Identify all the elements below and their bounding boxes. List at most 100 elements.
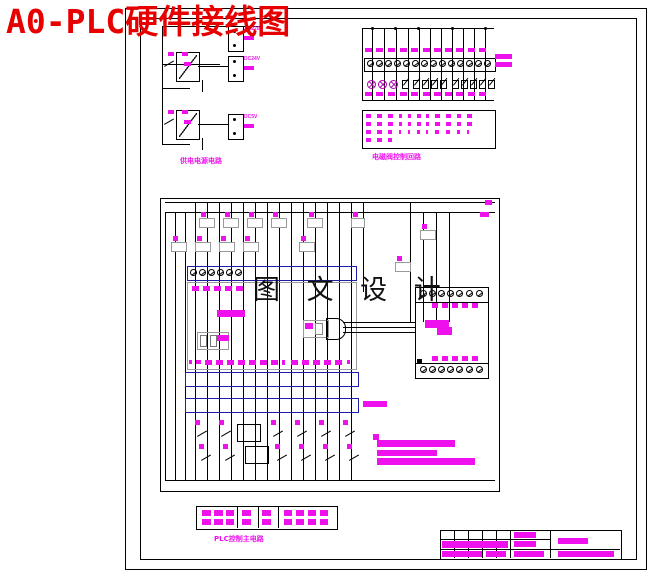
dip-switch <box>210 335 217 347</box>
indicator-lamp-icon <box>378 80 387 89</box>
title-block-field <box>442 541 508 548</box>
comm-cable <box>343 322 415 323</box>
solenoid-coil-icon <box>452 80 459 89</box>
annotation-tag <box>225 212 230 217</box>
main-rail-top <box>165 202 495 203</box>
annotation-tag <box>273 212 278 217</box>
screw-terminal <box>367 60 374 67</box>
power-bus-top <box>162 26 262 27</box>
plc-led <box>225 286 232 291</box>
title-block-field <box>514 541 536 547</box>
screw-terminal <box>190 269 197 276</box>
terminal-dot <box>233 30 236 33</box>
contactor-bottom-terminal-row <box>415 363 489 379</box>
title-block-field <box>558 551 614 557</box>
solenoid-left-feed <box>362 28 363 100</box>
annotation-tag <box>182 110 188 114</box>
contactor-block <box>415 287 489 379</box>
wire-label <box>351 218 365 228</box>
screw-terminal <box>466 290 473 297</box>
right-rail <box>410 202 495 203</box>
input-switch <box>297 428 307 436</box>
annotation-tag <box>442 356 448 361</box>
section-plc-main <box>155 190 505 500</box>
annotation-note <box>373 434 379 440</box>
frame-outer-border <box>125 8 647 570</box>
terminal-dot <box>233 44 236 47</box>
terminal-dot <box>233 74 236 77</box>
annotation-tag <box>479 48 486 52</box>
annotation-tag <box>244 66 254 70</box>
annotation-tag <box>249 212 254 217</box>
psu-drop-1 <box>202 80 203 92</box>
annotation-tag <box>472 303 478 308</box>
screw-terminal <box>226 269 233 276</box>
solenoid-coil-icon <box>402 80 409 89</box>
wire-label <box>395 262 411 272</box>
feeder-wire <box>219 202 220 480</box>
annotation-tag <box>244 124 254 128</box>
screw-terminal <box>420 290 427 297</box>
wire-label <box>307 218 323 228</box>
power-bus-mid2 <box>162 88 190 89</box>
cable-connector <box>326 318 346 340</box>
terminal-dot <box>233 118 236 121</box>
screw-terminal <box>208 269 215 276</box>
annotation-tag <box>347 444 352 449</box>
plc-indicator <box>335 360 342 365</box>
bottom-device-table <box>196 506 338 530</box>
annotation-tag <box>445 48 452 52</box>
feeder-wire <box>279 202 280 480</box>
input-switch <box>201 452 211 460</box>
power-bus-bottom <box>162 144 190 145</box>
feeder-wire <box>351 202 352 480</box>
plc-indicator <box>271 360 278 365</box>
feeder-wire <box>175 212 176 480</box>
screw-terminal <box>484 60 491 67</box>
plc-top-terminal-strip <box>187 266 357 281</box>
transformer-block-1 <box>176 52 200 82</box>
solenoid-coil-icon <box>440 80 447 89</box>
wire-label <box>247 218 263 228</box>
transformer-block-2 <box>176 110 200 140</box>
frame-inner-border <box>140 18 637 560</box>
feeder-wire <box>315 202 316 480</box>
annotation-tag <box>168 110 174 114</box>
annotation-tag <box>452 303 458 308</box>
title-block-field <box>486 551 506 557</box>
plc-dip-switch-group <box>197 332 229 350</box>
annotation-tag <box>365 92 372 96</box>
solenoid-coil-icon <box>461 80 468 89</box>
solenoid-coil-icon <box>470 80 477 89</box>
annotation-tag <box>323 444 328 449</box>
screw-terminal <box>430 60 437 67</box>
input-switch <box>301 452 311 460</box>
plc-indicator <box>324 360 331 365</box>
annotation-tag <box>434 92 441 96</box>
input-switch <box>197 428 207 436</box>
psu-out-wire-2 <box>198 124 228 125</box>
annotation-tag <box>295 420 300 425</box>
screw-terminal <box>199 269 206 276</box>
screw-terminal <box>466 60 473 67</box>
input-switch <box>277 452 287 460</box>
annotation-tag <box>423 48 430 52</box>
watermark-text: 图 文 设 计 <box>253 275 450 306</box>
annotation-tag <box>495 62 512 67</box>
plc-indicator <box>205 360 212 365</box>
wire-label <box>195 242 211 252</box>
annotation-tag <box>219 420 224 425</box>
feeder-wire-right <box>436 212 437 322</box>
screw-terminal <box>217 269 224 276</box>
screw-terminal <box>476 290 483 297</box>
annotation-tag <box>468 48 475 52</box>
power-bus-left <box>162 26 163 144</box>
port-pin <box>315 323 323 335</box>
comm-cable <box>343 332 415 333</box>
contactor-label <box>437 327 452 335</box>
annotation-tag <box>397 256 402 261</box>
annotation-tag <box>168 52 174 56</box>
screw-terminal <box>394 60 401 67</box>
annotation-tag <box>343 420 348 425</box>
annotation-tag <box>363 401 387 407</box>
